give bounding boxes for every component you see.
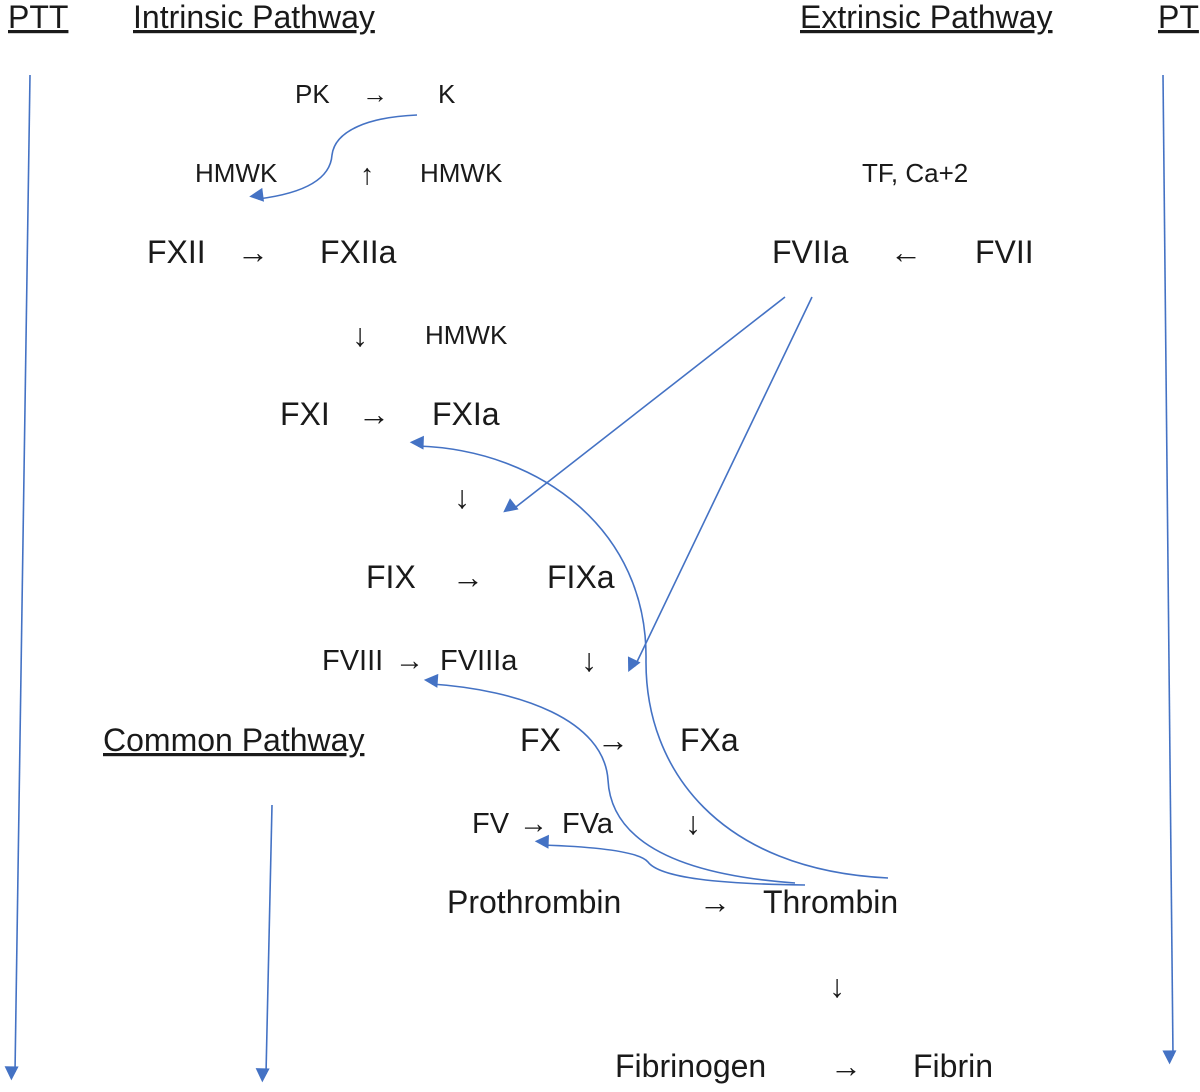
arrow-right-symbol: →	[395, 645, 424, 677]
heading-pt: PT	[1158, 0, 1199, 35]
label-fviia: FVIIa	[772, 234, 849, 270]
arrow-right-symbol: →	[237, 234, 269, 270]
label-fviii: FVIII	[322, 645, 383, 677]
arrow-right-symbol: →	[519, 808, 548, 840]
label-hmwk-left: HMWK	[195, 158, 278, 188]
arrow-up-symbol: ↑	[360, 159, 375, 191]
arrow-right-symbol: →	[597, 722, 629, 758]
label-fixa: FIXa	[547, 559, 615, 595]
label-fibrinogen: Fibrinogen	[615, 1048, 766, 1084]
label-fva: FVa	[562, 808, 614, 840]
label-fv: FV	[472, 808, 510, 840]
arrow-right-symbol: →	[699, 884, 731, 920]
heading-common-pathway: Common Pathway	[103, 722, 364, 758]
label-fibrin: Fibrin	[913, 1048, 993, 1084]
label-fxi: FXI	[280, 396, 330, 432]
thrombin-to-fviii-arrow	[423, 673, 796, 884]
arrow-right-symbol: →	[452, 559, 484, 595]
label-tf-ca: TF, Ca+2	[862, 158, 968, 188]
fviia-to-fx-arrow	[627, 296, 813, 673]
fviia-to-fix-arrow	[503, 296, 786, 513]
arrow-right-symbol: →	[362, 79, 388, 109]
arrow-right-symbol: →	[358, 396, 390, 432]
kallikrein-to-hmwk-arrow	[249, 114, 418, 202]
arrow-down-symbol: ↓	[581, 642, 597, 678]
label-prothrombin: Prothrombin	[447, 884, 621, 920]
common-pathway-arrow	[255, 804, 273, 1083]
arrow-down-symbol: ↓	[352, 317, 368, 353]
arrow-down-symbol: ↓	[829, 968, 845, 1004]
label-hmwk-right: HMWK	[420, 158, 503, 188]
heading-ptt: PTT	[8, 0, 68, 35]
label-fvii: FVII	[975, 234, 1034, 270]
arrow-right-symbol: →	[830, 1048, 862, 1084]
label-hmwk-mid: HMWK	[425, 320, 508, 350]
arrow-down-symbol: ↓	[454, 479, 470, 515]
label-k: K	[438, 79, 456, 109]
label-thrombin: Thrombin	[763, 884, 898, 920]
arrow-down-symbol: ↓	[685, 805, 701, 841]
label-fx: FX	[520, 722, 561, 758]
label-fix: FIX	[366, 559, 416, 595]
thrombin-to-fxi-arrow	[409, 435, 889, 879]
label-fxiia: FXIIa	[320, 234, 397, 270]
arrow-left-symbol: ←	[890, 234, 922, 270]
thrombin-to-fv-arrow	[534, 834, 806, 886]
label-fxa: FXa	[680, 722, 739, 758]
heading-extrinsic-pathway: Extrinsic Pathway	[800, 0, 1053, 35]
heading-intrinsic-pathway: Intrinsic Pathway	[133, 0, 375, 35]
pt-arrow	[1162, 74, 1177, 1065]
ptt-arrow	[4, 74, 31, 1081]
label-pk: PK	[295, 79, 330, 109]
label-fxii: FXII	[147, 234, 206, 270]
label-fviiia: FVIIIa	[440, 645, 518, 677]
label-fxia: FXIa	[432, 396, 500, 432]
